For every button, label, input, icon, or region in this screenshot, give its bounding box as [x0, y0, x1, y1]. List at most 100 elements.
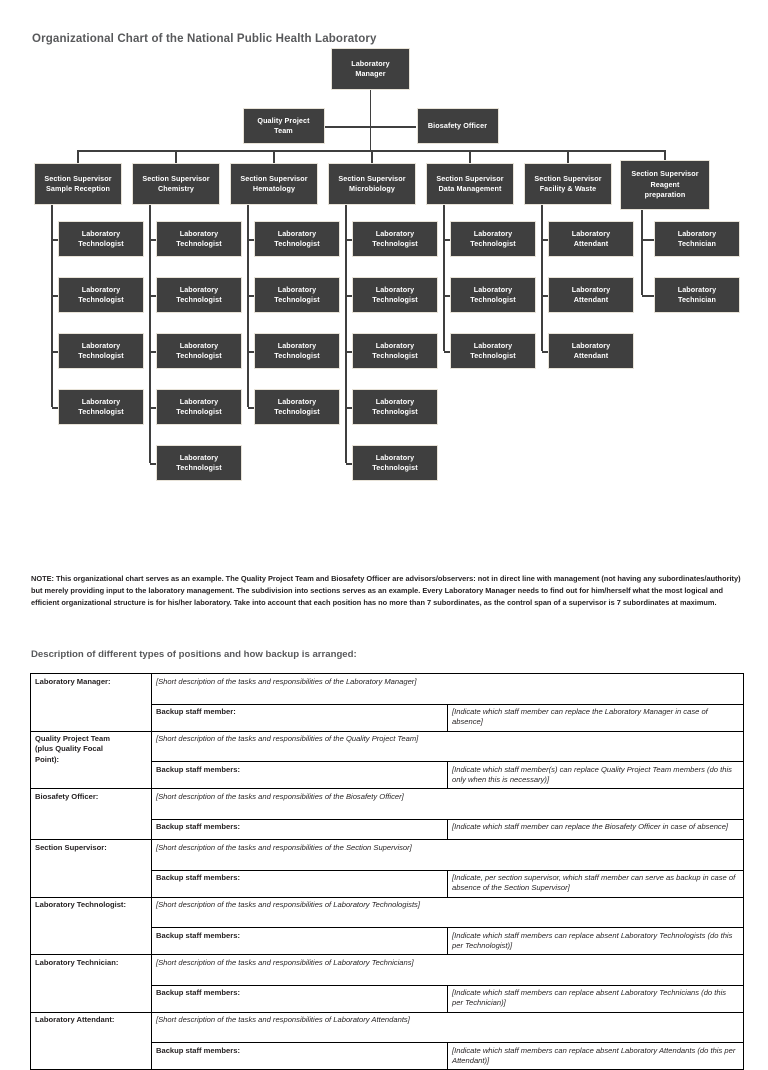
position-description-table: Laboratory Manager:[Short description of…	[30, 673, 744, 1070]
backup-label-5: Backup staff members:	[151, 927, 448, 955]
table-row: Section Supervisor:[Short description of…	[30, 839, 744, 898]
node-label: Biosafety Officer	[427, 120, 488, 130]
table-row: Biosafety Officer:[Short description of …	[30, 788, 744, 840]
role-description-1: [Short description of the tasks and resp…	[151, 673, 744, 705]
table-row: Laboratory Technician:[Short description…	[30, 954, 744, 1013]
stub-section-6-1	[542, 239, 548, 241]
spine-section-1	[51, 205, 53, 407]
stub-section-5-1	[444, 239, 450, 241]
backup-value-6: [Indicate which staff members can replac…	[447, 984, 744, 1013]
stub-section-6-2	[542, 295, 548, 297]
stub-section-5-2	[444, 295, 450, 297]
stub-section-4-1	[346, 239, 352, 241]
description-subheading: Description of different types of positi…	[31, 649, 357, 660]
stub-section-2-5	[150, 463, 156, 465]
stub-section-3-2	[248, 295, 254, 297]
stub-section-4-5	[346, 463, 352, 465]
stub-section-7-1	[642, 239, 654, 241]
role-description-7: [Short description of the tasks and resp…	[151, 1011, 744, 1043]
backup-label-6: Backup staff members:	[151, 984, 448, 1013]
role-description-4: [Short description of the tasks and resp…	[151, 839, 744, 871]
backup-value-2: [Indicate which staff member(s) can repl…	[447, 761, 744, 789]
stub-section-3-1	[248, 239, 254, 241]
backup-label-4: Backup staff members:	[151, 869, 448, 898]
connector-quality-project-team	[324, 126, 370, 128]
table-row: Backup staff member:[Indicate which staf…	[31, 703, 744, 732]
table-row: Backup staff members:[Indicate which sta…	[31, 818, 744, 840]
backup-value-4: [Indicate, per section supervisor, which…	[447, 869, 744, 898]
role-description-6: [Short description of the tasks and resp…	[151, 954, 744, 986]
drop-to-supervisor-6	[567, 150, 569, 163]
table-row: Backup staff members:[Indicate which sta…	[31, 927, 744, 955]
backup-value-3: [Indicate which staff member can replace…	[447, 818, 744, 840]
stub-section-3-4	[248, 407, 254, 409]
stub-section-3-3	[248, 351, 254, 353]
node-biosafety-officer: Biosafety Officer	[416, 108, 499, 144]
role-label-3: Biosafety Officer:	[30, 788, 152, 840]
stub-section-1-3	[52, 351, 58, 353]
table-row: Backup staff members:[Indicate, per sect…	[31, 869, 744, 898]
stub-section-1-2	[52, 295, 58, 297]
stub-section-4-2	[346, 295, 352, 297]
stub-section-4-3	[346, 351, 352, 353]
stub-section-5-3	[444, 351, 450, 353]
stub-section-2-2	[150, 295, 156, 297]
backup-label-7: Backup staff members:	[151, 1042, 448, 1070]
stub-section-2-3	[150, 351, 156, 353]
stub-section-2-4	[150, 407, 156, 409]
table-row: Laboratory Technologist:[Short descripti…	[30, 896, 744, 955]
spine-section-6	[541, 205, 543, 351]
table-row: Laboratory Attendant:[Short description …	[30, 1011, 744, 1070]
spine-section-4	[345, 205, 347, 463]
backup-value-5: [Indicate which staff members can replac…	[447, 927, 744, 955]
role-label-1: Laboratory Manager:	[30, 673, 152, 732]
